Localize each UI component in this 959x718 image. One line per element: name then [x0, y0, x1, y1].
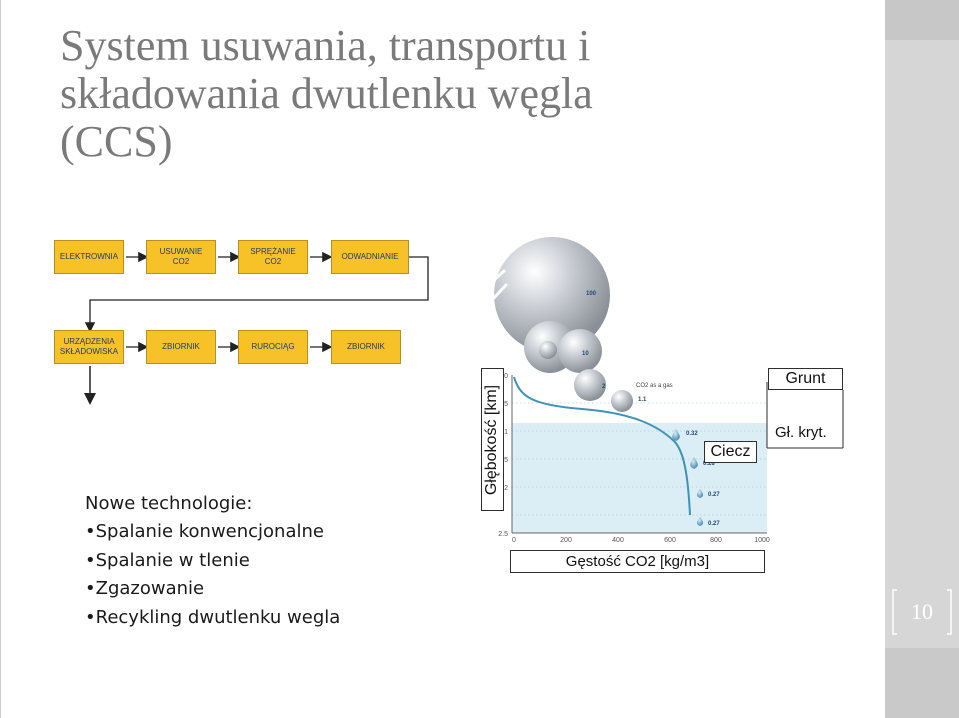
bubble-value: 10	[582, 351, 589, 357]
flow-box-storage-facilities: URZĄDZENIA SKŁADOWISKA	[54, 330, 124, 364]
bubble-value: 0.27	[708, 521, 720, 527]
x-axis-label-box: Gęstość CO2 [kg/m3]	[510, 550, 765, 573]
co2-gas-label: CO2 as a gas	[636, 383, 673, 389]
x-tick: 1000	[754, 537, 770, 544]
liquid-drop	[696, 517, 704, 526]
y-tick: 1	[504, 429, 508, 436]
critical-depth-lines	[766, 382, 844, 449]
y-tick: 2	[504, 485, 508, 492]
y-tick: 2.5	[498, 531, 508, 538]
x-tick: 0	[512, 537, 516, 544]
liquid-label: Ciecz	[710, 443, 751, 460]
flow-box-co2-removal: USUWANIE CO2	[146, 240, 216, 274]
density-curve	[513, 376, 691, 516]
surface-zone	[512, 375, 767, 423]
x-axis-label: Gęstość CO2 [kg/m3]	[565, 553, 710, 570]
flow-box-dehydration: ODWADNIANIE	[331, 240, 409, 274]
y-axis-label-box: Głębokość [km]	[481, 368, 504, 511]
flow-box-co2-compression: SPRĘŻANIE CO2	[238, 240, 308, 274]
bullet-item: Zgazowanie	[85, 575, 340, 604]
title-line-3: (CCS)	[60, 117, 173, 166]
y-tick: 0	[504, 373, 508, 380]
liquid-label-box: Ciecz	[704, 441, 757, 463]
gas-bubble	[574, 369, 606, 401]
liquid-drop	[672, 429, 680, 441]
bubble-value: 1.1	[638, 397, 647, 403]
gas-bubble	[611, 390, 633, 412]
flow-box-label: ZBIORNIK	[162, 342, 200, 351]
bullet-item: Spalanie w tlenie	[85, 547, 340, 576]
slide-title: System usuwania, transportu i składowani…	[60, 22, 860, 166]
bubble-value: 100	[586, 291, 597, 297]
flow-box-label: ZBIORNIK	[347, 342, 385, 351]
slide-sidebar	[885, 0, 959, 718]
bullet-item: Recykling dwutlenku wegla	[85, 604, 341, 633]
title-line-1: System usuwania, transportu i	[60, 21, 591, 70]
bubble-value: 2	[602, 384, 606, 390]
flow-box-label: ODWADNIANIE	[341, 252, 399, 261]
bullet-heading: Nowe technologie:	[85, 493, 253, 514]
liquid-drop	[696, 489, 704, 498]
flow-box-label: USUWANIE CO2	[159, 247, 203, 266]
soil-label: Grunt	[785, 370, 826, 387]
flow-box-label: SPRĘŻANIE CO2	[250, 247, 296, 266]
title-line-2: składowania dwutlenku węgla	[60, 69, 593, 118]
critical-depth-label: Gł. kryt.	[775, 424, 827, 441]
gas-bubble	[539, 341, 557, 359]
flow-box-label: URZĄDZENIA SKŁADOWISKA	[59, 337, 119, 356]
liquid-zone	[512, 423, 767, 533]
slide-border	[0, 0, 1, 718]
x-tick: 600	[664, 537, 676, 544]
page-number: 10	[911, 599, 933, 624]
sidebar-bottom-band	[885, 648, 959, 718]
flow-box-label: ELEKTROWNIA	[59, 252, 119, 261]
flow-box-tank-1: ZBIORNIK	[146, 330, 216, 364]
bubble-value: 0.32	[686, 431, 698, 437]
liquid-drop	[690, 457, 698, 469]
page-number-frame	[892, 589, 952, 635]
x-tick: 200	[560, 537, 572, 544]
gas-bubble	[558, 329, 602, 373]
gas-bubble	[494, 237, 610, 353]
sidebar-top-band	[885, 0, 959, 40]
x-tick: 800	[710, 537, 722, 544]
bullet-list: Nowe technologie: Spalanie konwencjonaln…	[85, 490, 340, 632]
flow-box-label: RUROCIĄG	[251, 342, 295, 351]
soil-label-box: Grunt	[768, 368, 843, 390]
y-axis-label: Głębokość [km]	[483, 384, 501, 495]
flow-box-pipeline: RUROCIĄG	[238, 330, 308, 364]
bubble-value: 0.28	[703, 461, 715, 467]
x-tick: 400	[612, 537, 624, 544]
flow-box-power-plant: ELEKTROWNIA	[54, 240, 124, 274]
bullet-item: Spalanie konwencjonalne	[85, 518, 340, 547]
bubble-value: 0.27	[708, 492, 720, 498]
flow-box-tank-2: ZBIORNIK	[331, 330, 401, 364]
co2-depth-density-graph: 0 0.5 1 1.5 2 2.5 0 200 400 600 800 1000…	[462, 225, 817, 550]
